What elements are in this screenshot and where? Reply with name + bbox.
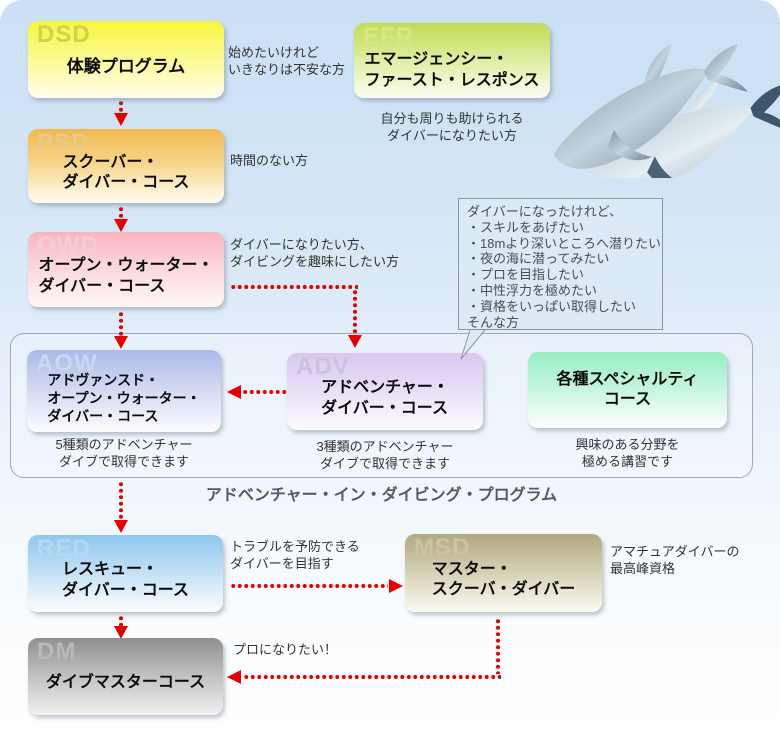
- course-abbr-msd: MSD: [414, 534, 471, 561]
- course-abbr-red: RED: [37, 535, 91, 562]
- arrow-owd-adv-dots-v: [352, 289, 358, 333]
- arrow-msd-dm-head: [227, 670, 241, 684]
- arrow-owd-adv-head: [348, 335, 362, 348]
- course-title-red: レスキュー・ ダイバー・コース: [62, 561, 189, 599]
- course-title-msd: マスター・ スクーバ・ダイバー: [431, 560, 576, 598]
- course-title-adv: アドベンチャー・ ダイバー・コース: [321, 379, 449, 417]
- arrow-aow-red-head: [114, 520, 128, 533]
- note-psd: 時間のない方: [230, 153, 309, 168]
- course-title-specialty: 各種スペシャルティ コース: [556, 370, 699, 408]
- course-box-psd[interactable]: PSD スクーバー・ ダイバー・コース: [28, 129, 224, 203]
- course-title-owd: オープン・ウォーター・ ダイバー・コース: [38, 257, 214, 295]
- program-group-label: アドベンチャー・イン・ダイビング・プログラム: [205, 487, 558, 504]
- course-abbr-owd: OWD: [37, 232, 99, 259]
- note-efr: 自分も周りも助けられる ダイバーになりたい方: [380, 111, 524, 143]
- note-adv: 3種類のアドベンチャー ダイブで取得できます: [316, 439, 454, 471]
- course-box-aow[interactable]: AOW アドヴァンスド・ オープン・ウォーター・ ダイバー・コース: [27, 350, 221, 432]
- callout-why-continue: ダイバーになったけれど、 ・スキルをあげたい ・18mより深いところへ潜りたい …: [458, 198, 663, 330]
- dolphin-front: [554, 44, 748, 169]
- course-abbr-dsd: DSD: [37, 21, 91, 48]
- course-abbr-aow: AOW: [36, 350, 98, 377]
- arrow-owd-aow-dots: [118, 311, 124, 336]
- note-dm: プロになりたい！: [233, 642, 338, 657]
- course-box-red[interactable]: RED レスキュー・ ダイバー・コース: [28, 535, 223, 612]
- course-abbr-adv: ADV: [296, 353, 350, 380]
- arrow-red-dm-head: [114, 626, 128, 639]
- note-dsd: 始めたいけれど いきなりは不安な方: [228, 45, 346, 77]
- arrow-psd-owd-head: [114, 219, 128, 232]
- callout-tail: [460, 329, 486, 360]
- arrow-msd-dm-dots-v: [495, 618, 501, 674]
- note-owd: ダイバーになりたい方、 ダイビングを趣味にしたい方: [230, 237, 400, 269]
- course-title-dm: ダイブマスターコース: [45, 674, 206, 692]
- course-abbr-dm: DM: [37, 638, 77, 665]
- course-title-efr: エマージェンシー・ ファースト・レスポンス: [364, 51, 540, 89]
- note-msd: アマチュアダイバーの 最高峰資格: [610, 544, 740, 576]
- arrow-dsd-psd-head: [114, 113, 128, 126]
- arrow-red-msd-dots: [230, 583, 388, 589]
- course-abbr-efr: EFR: [363, 23, 414, 50]
- note-specialty: 興味のある分野を 極める講習です: [575, 437, 680, 469]
- course-box-efr[interactable]: EFR エマージェンシー・ ファースト・レスポンス: [354, 23, 550, 98]
- arrow-psd-owd-dots: [118, 206, 124, 219]
- arrow-aow-red-dots: [118, 481, 124, 519]
- arrow-adv-aow-head: [227, 385, 241, 399]
- arrow-owd-adv-dots-h: [230, 284, 358, 290]
- course-title-psd: スクーバー・ ダイバー・コース: [62, 153, 190, 191]
- arrow-red-msd-head: [389, 579, 403, 593]
- note-red: トラブルを予防できる ダイバーを目指す: [230, 539, 360, 571]
- arrow-owd-aow-head: [114, 336, 128, 349]
- arrow-red-dm-dots: [118, 615, 124, 627]
- course-box-dm[interactable]: DM ダイブマスターコース: [28, 638, 223, 715]
- course-box-msd[interactable]: MSD マスター・ スクーバ・ダイバー: [405, 534, 602, 612]
- dolphin-rear: [592, 76, 780, 178]
- course-title-dsd: 体験プログラム: [66, 56, 186, 76]
- course-box-dsd[interactable]: DSD 体験プログラム: [28, 21, 224, 98]
- course-box-adv[interactable]: ADV アドベンチャー・ ダイバー・コース: [287, 353, 483, 430]
- dolphins-image: [554, 44, 780, 178]
- course-box-specialty[interactable]: 各種スペシャルティ コース: [528, 352, 727, 428]
- arrow-dsd-psd-dots: [118, 100, 124, 113]
- note-aow: 5種類のアドベンチャー ダイブで取得できます: [55, 437, 193, 469]
- arrow-adv-aow-dots: [242, 389, 287, 395]
- arrow-msd-dm-dots-h: [243, 674, 501, 680]
- course-title-aow: アドヴァンスド・ オープン・ウォーター・ ダイバー・コース: [47, 372, 201, 424]
- course-abbr-psd: PSD: [37, 129, 90, 156]
- course-box-owd[interactable]: OWD オープン・ウォーター・ ダイバー・コース: [28, 232, 224, 307]
